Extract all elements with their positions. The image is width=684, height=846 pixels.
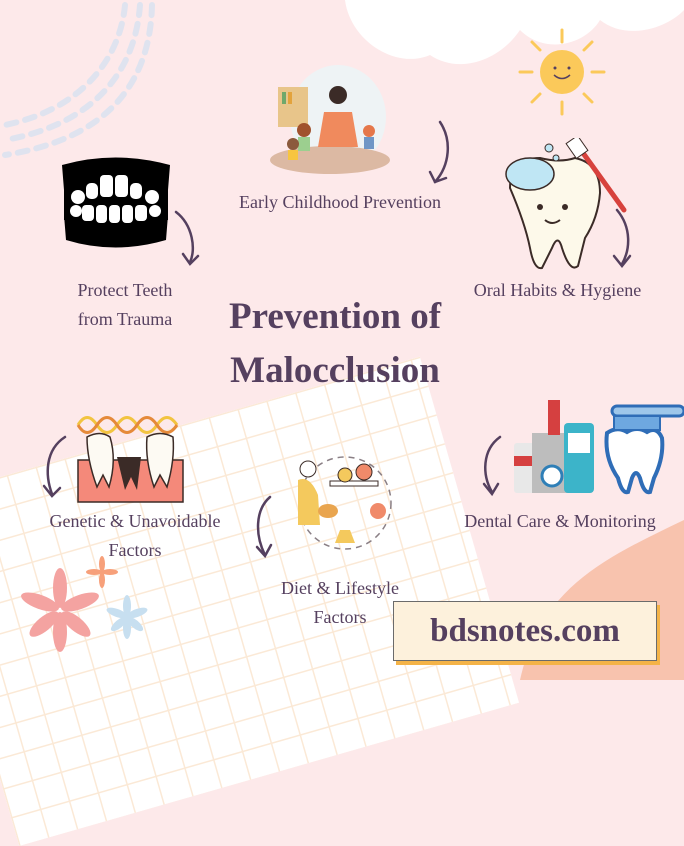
denture-icon [62,157,170,248]
sun-icon [518,28,606,116]
title-line2: Malocclusion [230,350,440,391]
title-line1: Prevention of [228,296,442,337]
label-protect-line1: Protect Teeth [77,280,173,300]
label-early-childhood: Early Childhood Prevention [239,192,441,212]
label-genetic: Genetic & Unavoidable Factors [30,507,240,565]
tooth-brushing-icon [505,138,627,270]
arrow-diet [256,495,272,557]
page-title: Prevention of Malocclusion [205,290,465,398]
arrows [42,120,632,559]
label-genetic-line2: Factors [108,540,162,560]
cloud-shape [345,0,684,65]
dental-products-icon [514,400,684,495]
label-protect-line2: from Trauma [77,309,173,329]
arrow-genetic [46,435,67,496]
arrow-oral [615,208,630,266]
label-diet-lifestyle: Diet & Lifestyle Factors [260,574,420,632]
label-diet-line2: Factors [313,607,367,627]
teacher-children-icon [270,65,390,174]
diet-scale-icon [298,456,392,550]
brand-banner: bdsnotes.com [393,601,657,661]
brand-text: bdsnotes.com [430,612,620,649]
flower-decorations [21,556,148,652]
label-dental-care: Dental Care & Monitoring [464,511,656,531]
arrow-trauma [174,210,194,264]
dna-teeth-icon [76,416,184,503]
label-diet-line1: Diet & Lifestyle [281,578,399,598]
arrow-dental [484,435,502,494]
label-genetic-line1: Genetic & Unavoidable [49,511,221,531]
label-protect-teeth: Protect Teeth from Trauma [55,276,195,334]
label-oral-habits: Oral Habits & Hygiene [473,280,642,300]
arrow-early [433,120,450,184]
